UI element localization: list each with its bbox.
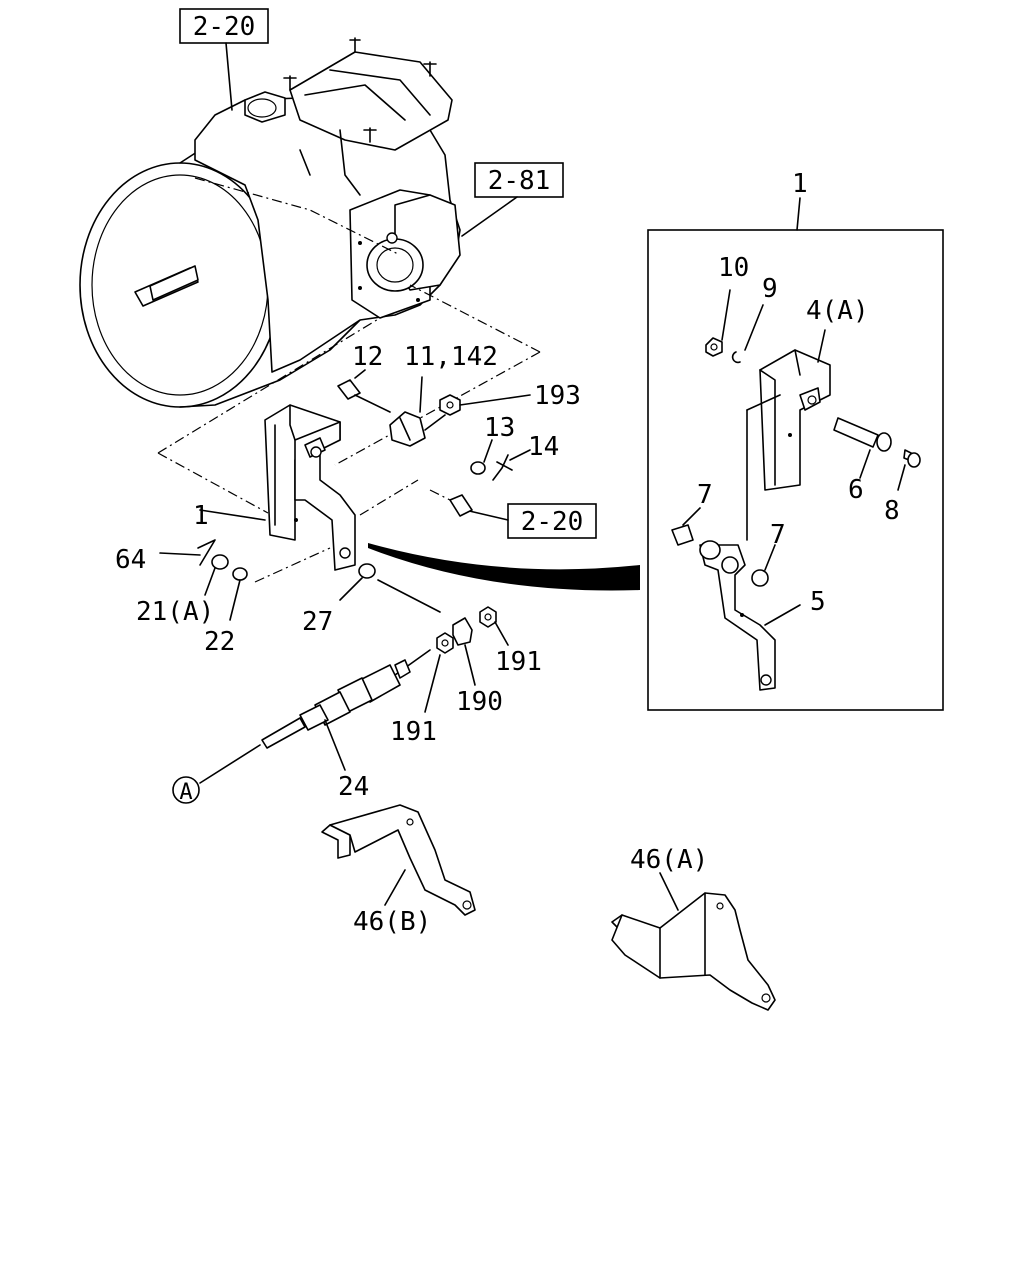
label-6: 6	[848, 475, 864, 505]
lever-5[interactable]	[699, 540, 801, 691]
lever-46b[interactable]	[321, 804, 476, 916]
joint-190[interactable]	[452, 617, 476, 686]
label-22: 22	[204, 627, 235, 657]
label-27: 27	[302, 607, 333, 637]
svg-text:2-20: 2-20	[521, 507, 584, 537]
ref-2-20-mid[interactable]: 2-20	[464, 503, 597, 539]
bracket-4a[interactable]	[746, 329, 831, 541]
label-8: 8	[884, 496, 900, 526]
label-1-main: 1	[193, 501, 209, 531]
control-cable-24[interactable]	[199, 649, 431, 784]
ref-2-81[interactable]: 2-81	[461, 162, 564, 237]
bushing-11-142[interactable]	[389, 376, 426, 447]
label-13: 13	[484, 413, 515, 443]
bushing-7-left[interactable]	[671, 507, 701, 546]
label-14: 14	[528, 432, 559, 462]
mount-plane-line	[157, 452, 269, 514]
nut-10[interactable]	[705, 289, 731, 357]
washer-21a[interactable]	[204, 554, 229, 596]
mount-plane-line	[157, 317, 381, 454]
part-labels: 1 10 9 4(A) 6 8 7 7 5 12 11,142 193 13 1…	[115, 169, 900, 937]
label-10: 10	[718, 253, 749, 283]
label-191-left: 191	[390, 717, 437, 747]
bolt-12[interactable]	[337, 369, 391, 413]
label-46a: 46(A)	[630, 845, 708, 875]
bracket-assembly	[199, 404, 356, 571]
label-11-142: 11,142	[404, 342, 498, 372]
svg-text:A: A	[179, 780, 192, 805]
label-4a: 4(A)	[806, 296, 869, 326]
washer-27[interactable]	[339, 563, 441, 613]
washer-13[interactable]	[470, 439, 493, 475]
nut-193[interactable]	[424, 394, 531, 431]
label-64: 64	[115, 545, 146, 575]
inset-leader	[796, 197, 801, 231]
callout-a[interactable]: A	[172, 776, 200, 805]
label-21a: 21(A)	[136, 597, 214, 627]
bolt-2-20[interactable]	[359, 479, 473, 517]
svg-text:2-20: 2-20	[193, 12, 256, 42]
mount-plane-line	[334, 351, 541, 466]
mount-plane-line	[409, 284, 541, 353]
inset-pointer	[368, 543, 640, 591]
svg-text:2-81: 2-81	[488, 166, 551, 196]
transmission-assembly	[79, 37, 461, 408]
nut-191-right[interactable]	[479, 606, 509, 646]
label-24: 24	[338, 772, 369, 802]
washer-9[interactable]	[731, 304, 764, 364]
label-9: 9	[762, 274, 778, 304]
label-7-right: 7	[770, 520, 786, 550]
bolt-8[interactable]	[897, 449, 921, 491]
label-190: 190	[456, 687, 503, 717]
label-46b: 46(B)	[353, 907, 431, 937]
label-7-left: 7	[697, 480, 713, 510]
bushing-7-right[interactable]	[751, 544, 776, 587]
label-1-inset: 1	[792, 169, 808, 199]
label-191-right: 191	[495, 647, 542, 677]
label-12: 12	[352, 342, 383, 372]
washer-22[interactable]	[229, 547, 331, 621]
bolt-6[interactable]	[833, 417, 892, 479]
lever-46a[interactable]	[611, 872, 776, 1011]
nut-191-left[interactable]	[424, 632, 454, 713]
label-193: 193	[534, 381, 581, 411]
cotter-pin-64[interactable]	[159, 539, 216, 566]
clip-14[interactable]	[492, 449, 531, 481]
label-5: 5	[810, 587, 826, 617]
ref-2-20-top[interactable]: 2-20	[179, 8, 269, 111]
